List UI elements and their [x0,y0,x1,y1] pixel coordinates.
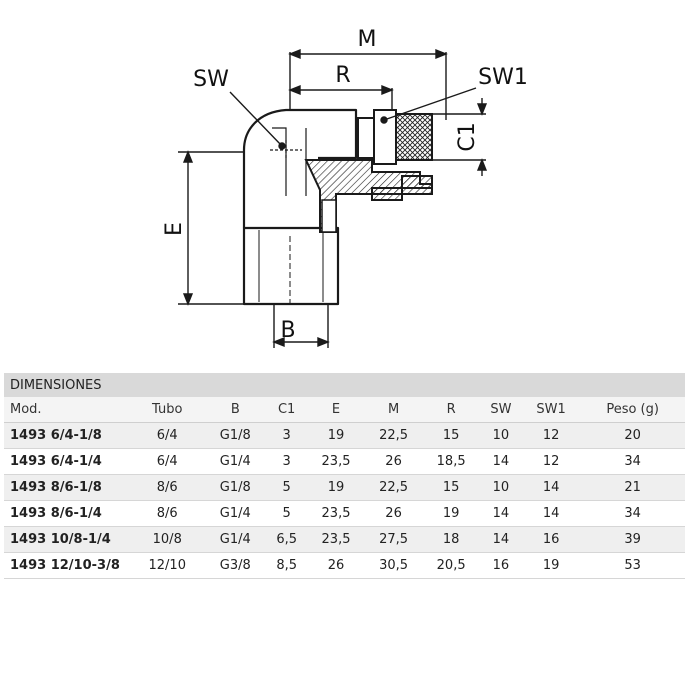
col-header-b: B [204,397,267,423]
dimensions-table: DIMENSIONES Mod. Tubo B C1 E M R SW SW1 … [4,373,685,579]
cell-b: G1/8 [204,474,267,501]
label-r: R [335,63,350,88]
cell-m: 26 [364,500,423,527]
cell-m: 26 [364,448,423,475]
inner-bore [270,127,307,196]
cell-sw: 10 [479,422,522,449]
cell-peso: 34 [580,500,685,527]
cell-mod: 1493 10/8-1/4 [4,526,130,553]
cell-b: G3/8 [204,552,267,579]
cell-c1: 5 [266,474,308,501]
cell-b: G1/4 [204,500,267,527]
cell-mod: 1493 8/6-1/4 [4,500,130,527]
dimension-lines [178,48,488,348]
cell-sw: 10 [479,474,522,501]
table-header-row: Mod. Tubo B C1 E M R SW SW1 Peso (g) [4,397,685,423]
cell-sw1: 16 [521,526,581,553]
cell-m: 27,5 [364,526,423,553]
cell-tubo: 6/4 [130,422,205,449]
section-cut [304,159,433,233]
cell-e: 19 [307,422,365,449]
cell-mod: 1493 12/10-3/8 [4,552,130,579]
cell-sw: 14 [479,526,522,553]
table-section-title-row: DIMENSIONES [4,373,685,397]
cell-c1: 3 [266,448,308,475]
cell-c1: 8,5 [266,552,308,579]
col-header-m: M [364,397,423,423]
cell-r: 15 [422,474,480,501]
cell-tubo: 10/8 [130,526,205,553]
col-header-mod: Mod. [4,397,130,423]
cell-b: G1/4 [204,526,267,553]
cell-tubo: 8/6 [130,474,205,501]
cell-sw: 14 [479,448,522,475]
cell-e: 23,5 [307,500,365,527]
cell-peso: 34 [580,448,685,475]
cell-peso: 39 [580,526,685,553]
col-header-e: E [307,397,365,423]
cell-sw1: 19 [521,552,581,579]
label-c1: C1 [455,122,480,151]
cell-r: 18 [422,526,480,553]
cell-m: 30,5 [364,552,423,579]
table-section-title: DIMENSIONES [4,373,685,397]
cell-c1: 3 [266,422,308,449]
cell-tubo: 6/4 [130,448,205,475]
cell-c1: 5 [266,500,308,527]
cell-mod: 1493 6/4-1/4 [4,448,130,475]
col-header-peso: Peso (g) [580,397,685,423]
cell-sw1: 12 [521,448,581,475]
cell-e: 19 [307,474,365,501]
col-header-sw1: SW1 [521,397,581,423]
col-header-sw: SW [479,397,522,423]
label-sw: SW [193,67,229,92]
cell-b: G1/4 [204,448,267,475]
col-header-tubo: Tubo [130,397,205,423]
fitting-body [242,108,358,306]
cell-r: 19 [422,500,480,527]
cell-c1: 6,5 [266,526,308,553]
cell-sw1: 12 [521,422,581,449]
cell-peso: 53 [580,552,685,579]
cell-sw1: 14 [521,474,581,501]
cell-peso: 21 [580,474,685,501]
label-m: M [358,27,377,52]
cell-sw1: 14 [521,500,581,527]
cell-b: G1/8 [204,422,267,449]
label-e: E [162,222,187,236]
cell-r: 15 [422,422,480,449]
cell-r: 18,5 [422,448,480,475]
col-header-r: R [422,397,480,423]
col-header-c1: C1 [266,397,308,423]
cell-tubo: 12/10 [130,552,205,579]
cell-mod: 1493 6/4-1/8 [4,422,130,449]
cell-e: 23,5 [307,526,365,553]
cell-e: 26 [307,552,365,579]
label-b: B [280,318,295,343]
cell-mod: 1493 8/6-1/8 [4,474,130,501]
label-sw1: SW1 [478,65,528,90]
cell-tubo: 8/6 [130,500,205,527]
fitting-technical-drawing: M R SW SW1 C1 E B [162,27,528,348]
cell-r: 20,5 [422,552,480,579]
cell-m: 22,5 [364,474,423,501]
cell-sw: 16 [479,552,522,579]
cell-m: 22,5 [364,422,423,449]
cell-sw: 14 [479,500,522,527]
cell-peso: 20 [580,422,685,449]
cell-e: 23,5 [307,448,365,475]
sw1-nut [357,109,433,201]
